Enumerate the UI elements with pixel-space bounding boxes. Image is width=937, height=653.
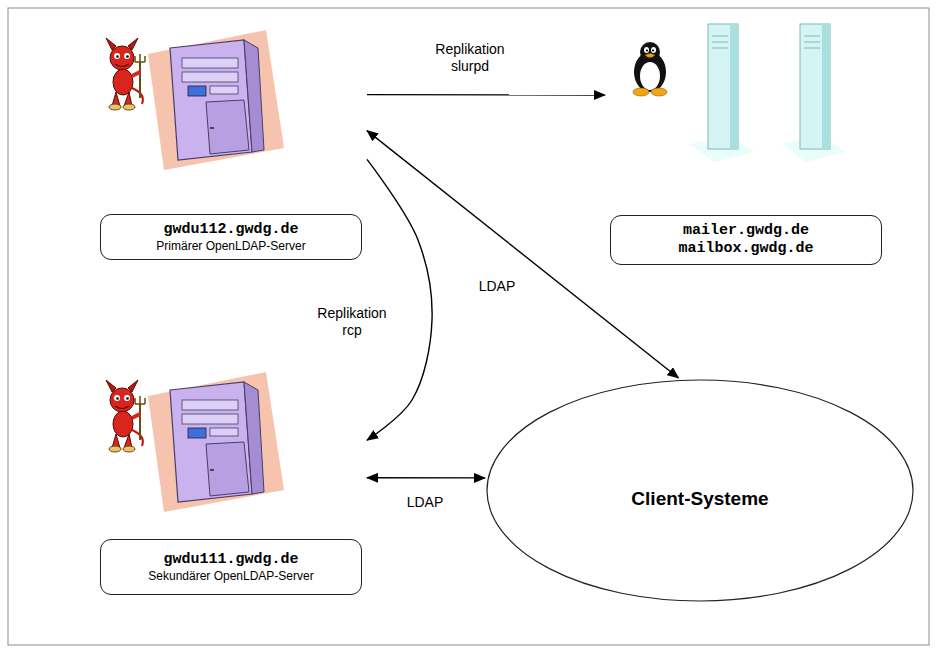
connector-arrow xyxy=(367,159,432,440)
connector-arrow xyxy=(367,477,485,479)
connector-label: Replikation slurpd xyxy=(432,40,507,77)
connector-label: LDAP xyxy=(476,277,519,297)
server-node: mailer.gwdg.demailbox.gwdg.de xyxy=(605,20,887,270)
label-box: gwdu111.gwdg.deSekundärer OpenLDAP-Serve… xyxy=(100,539,362,595)
host-name: mailbox.gwdg.de xyxy=(617,240,875,258)
connector-arrow xyxy=(367,94,605,96)
bsd-daemon-icon xyxy=(106,38,145,110)
tux-icon xyxy=(633,42,667,96)
server-node: gwdu112.gwdg.dePrimärer OpenLDAP-Server xyxy=(95,25,367,265)
mail-server-icon xyxy=(782,24,846,162)
bsd-daemon-icon xyxy=(106,380,145,452)
label-box: mailer.gwdg.demailbox.gwdg.de xyxy=(610,215,882,265)
server-role: Sekundärer OpenLDAP-Server xyxy=(107,569,355,583)
host-name: gwdu111.gwdg.de xyxy=(107,551,355,569)
host-name: mailer.gwdg.de xyxy=(617,222,875,240)
group-title: Client-Systeme xyxy=(485,488,915,511)
server-icon xyxy=(148,372,284,512)
server-role: Primärer OpenLDAP-Server xyxy=(107,239,355,253)
connector-label: LDAP xyxy=(404,493,447,513)
host-name: gwdu112.gwdg.de xyxy=(107,221,355,239)
mail-server-icon xyxy=(690,24,754,162)
server-node: gwdu111.gwdg.deSekundärer OpenLDAP-Serve… xyxy=(95,365,367,600)
connector-label: Replikation rcp xyxy=(314,304,389,341)
frame xyxy=(8,8,929,645)
label-box: gwdu112.gwdg.dePrimärer OpenLDAP-Server xyxy=(100,214,362,260)
server-icon xyxy=(148,30,284,170)
client-group-ellipse: Client-Systeme xyxy=(485,378,915,603)
